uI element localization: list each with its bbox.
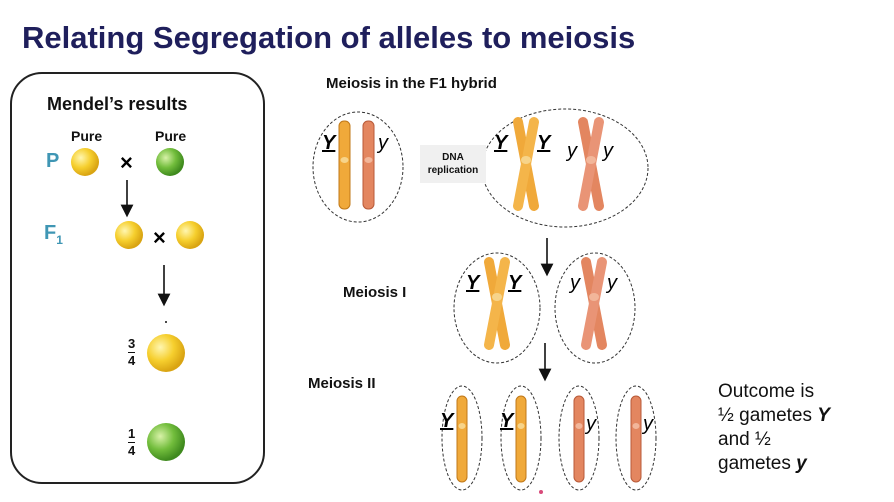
gamete-outline-3 — [558, 385, 600, 491]
allele-label-Y-meiosis1-right: Y — [508, 272, 522, 294]
allele-label-y-meiosis1-left: y — [570, 272, 580, 294]
stray-dot — [165, 321, 167, 323]
allele-label-Y-meiosis1-left: Y — [466, 272, 480, 294]
mendel-heading: Mendel’s results — [47, 94, 188, 114]
green-pea-f2 — [147, 423, 185, 461]
pure-label-left: Pure — [71, 128, 103, 144]
cell-outline-meiosis1-right — [554, 252, 636, 364]
chromosome-gamete-4 — [630, 395, 642, 483]
outcome-line3: and ½ — [718, 429, 771, 450]
cell-outline-meiosis1-left — [453, 252, 541, 364]
outcome-line2: ½ gametes Y — [718, 405, 830, 426]
meiosis1-label: Meiosis I — [343, 284, 407, 301]
chromosome-orange-replicated — [578, 117, 604, 211]
yellow-pea-f1-right — [176, 221, 204, 249]
allele-label-Y-replicated-left: Y — [494, 132, 508, 154]
outcome-line1: Outcome is — [718, 381, 815, 402]
chromosome-gamete-1 — [456, 395, 468, 483]
pure-label-right: Pure — [155, 128, 187, 144]
mendel-results-panel — [10, 72, 265, 484]
allele-label-y-gamete-4: y — [643, 413, 653, 435]
chromosome-yellow-replicated — [513, 117, 539, 211]
f1-generation-label: F1 — [44, 222, 63, 247]
chromosome-yellow-initial — [338, 120, 351, 210]
meiosis2-label: Meiosis II — [308, 375, 376, 392]
meiosis-heading: Meiosis in the F1 hybrid — [326, 75, 497, 92]
p-generation-label: P — [46, 150, 60, 172]
gamete-outline-4 — [615, 385, 657, 491]
outcome-line4: gametes y — [718, 453, 807, 474]
pointer-dot — [539, 490, 543, 494]
allele-label-y-replicated-right: y — [603, 140, 613, 162]
allele-label-Y-initial: Y — [322, 132, 336, 154]
yellow-pea-f1-left — [115, 221, 143, 249]
chromosome-gamete-3 — [573, 395, 585, 483]
outcome-text: Outcome is ½ gametes Y and ½ gametes y — [718, 380, 830, 476]
yellow-pea-f2 — [147, 334, 185, 372]
gamete-outline-1 — [441, 385, 483, 491]
slide-title: Relating Segregation of alleles to meios… — [22, 20, 636, 55]
allele-label-y-initial: y — [378, 132, 388, 154]
cell-outline-replicated — [481, 108, 649, 228]
cross-symbol-p: × — [120, 150, 133, 175]
green-pea-parent — [156, 148, 184, 176]
cross-symbol-f1: × — [153, 225, 166, 250]
gamete-outline-2 — [500, 385, 542, 491]
allele-label-Y-replicated-right: Y — [537, 132, 551, 154]
chromosome-orange-initial — [362, 120, 375, 210]
allele-label-Y-gamete-2: Y — [500, 410, 514, 432]
yellow-pea-parent — [71, 148, 99, 176]
chromosome-orange-meiosis1 — [581, 257, 607, 350]
chromosome-yellow-meiosis1 — [484, 257, 510, 350]
chromosome-gamete-2 — [515, 395, 527, 483]
allele-label-Y-gamete-1: Y — [440, 410, 454, 432]
cell-outline-initial — [312, 111, 404, 223]
allele-label-y-replicated-left: y — [567, 140, 577, 162]
allele-label-y-meiosis1-right: y — [607, 272, 617, 294]
allele-label-y-gamete-3: y — [586, 413, 596, 435]
